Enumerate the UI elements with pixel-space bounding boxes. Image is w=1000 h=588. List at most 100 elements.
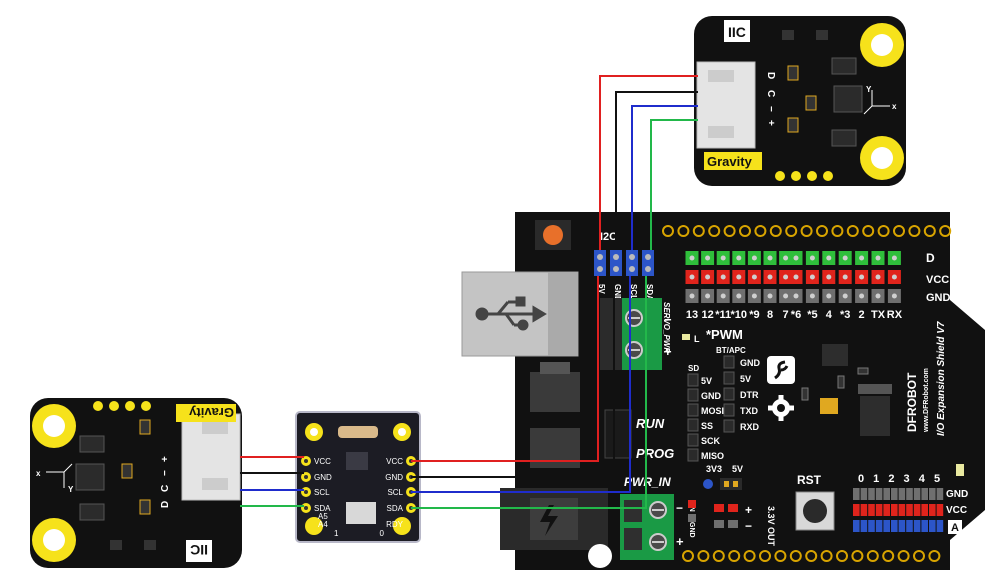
prog-label: PROG <box>636 446 674 461</box>
header-hole <box>712 550 725 562</box>
bt-pin-label: GND <box>740 358 761 368</box>
voltage-jumper[interactable] <box>703 478 742 490</box>
header-hole <box>743 550 756 562</box>
analog-pin[interactable] <box>860 488 868 500</box>
i2c-pin-labels: 5V GND SCL SDA <box>597 284 654 302</box>
bt-header[interactable] <box>723 355 735 433</box>
analog-pin[interactable] <box>860 520 868 532</box>
bt-pin-label: DTR <box>740 390 759 400</box>
header-hole <box>939 225 952 237</box>
analog-pin[interactable] <box>936 488 944 500</box>
wire-green-top <box>650 119 698 250</box>
analog-pin[interactable] <box>883 504 890 516</box>
i2c-pin[interactable] <box>642 250 654 276</box>
bt-pin[interactable] <box>723 355 735 369</box>
bt-pin[interactable] <box>723 419 735 433</box>
analog-pin[interactable] <box>853 504 860 516</box>
header-hole <box>682 550 694 562</box>
axis-x-label: x <box>892 102 897 111</box>
i2c-pin[interactable] <box>626 250 638 276</box>
top-button-cap[interactable] <box>543 225 563 245</box>
sd-pin[interactable] <box>687 403 699 417</box>
servo-minus-label: − <box>664 312 672 327</box>
analog-pin[interactable] <box>906 504 913 516</box>
header-hole <box>785 225 798 237</box>
analog-pin[interactable] <box>898 520 906 532</box>
analog-pin[interactable] <box>921 504 928 516</box>
sd-pin[interactable] <box>687 373 699 387</box>
analog-pin[interactable] <box>891 504 898 516</box>
analog-pin[interactable] <box>936 520 944 532</box>
converter-right-label: RDY <box>386 520 404 529</box>
sd-pin[interactable] <box>687 448 699 462</box>
analog-pin[interactable] <box>868 520 875 532</box>
digital-pin-number: 7 <box>783 309 789 321</box>
i2c-pin[interactable] <box>594 250 606 276</box>
analog-pin[interactable] <box>875 520 883 532</box>
converter-left-label: A5 <box>318 512 328 521</box>
analog-pin[interactable] <box>883 488 890 500</box>
dip-switch[interactable] <box>346 502 376 524</box>
analog-pin[interactable] <box>875 504 883 516</box>
analog-header[interactable] <box>853 488 944 532</box>
lightning-icon <box>540 505 558 536</box>
sensor-top-pin-plus: + <box>765 120 776 126</box>
analog-pin[interactable] <box>875 488 883 500</box>
analog-pin[interactable] <box>906 488 913 500</box>
analog-pin[interactable] <box>921 488 928 500</box>
header-hole <box>805 550 818 562</box>
analog-pin[interactable] <box>860 504 868 516</box>
i2c-pin-gnd: GND <box>613 284 622 302</box>
analog-pin[interactable] <box>891 520 898 532</box>
bt-pin[interactable] <box>723 371 735 385</box>
power-out-header[interactable] <box>714 504 738 528</box>
analog-pin[interactable] <box>913 488 921 500</box>
analog-pin[interactable] <box>921 520 928 532</box>
analog-pin[interactable] <box>868 488 875 500</box>
bt-pin[interactable] <box>723 387 735 401</box>
wire-black-top <box>615 91 698 250</box>
converter-left-label: VCC <box>314 457 331 466</box>
rst-button[interactable] <box>795 491 835 531</box>
i2c-header[interactable] <box>594 250 654 276</box>
servo-power-terminal[interactable] <box>620 298 662 370</box>
analog-pin[interactable] <box>898 504 906 516</box>
sd-header[interactable] <box>687 373 699 462</box>
pwr-plus-label: + <box>676 534 684 549</box>
digital-header[interactable] <box>685 251 901 303</box>
sd-pin[interactable] <box>687 418 699 432</box>
power-in-terminal[interactable] <box>620 494 674 560</box>
analog-pin[interactable] <box>906 520 913 532</box>
run-label: RUN <box>636 416 665 431</box>
sd-pin[interactable] <box>687 433 699 447</box>
sd-pin[interactable] <box>687 388 699 402</box>
analog-pin[interactable] <box>913 520 921 532</box>
digital-pin-number: *9 <box>749 309 759 321</box>
analog-pin[interactable] <box>936 504 944 516</box>
axis-icon <box>46 463 73 488</box>
analog-pin[interactable] <box>913 504 921 516</box>
header-hole <box>866 550 879 562</box>
analog-pin[interactable] <box>929 488 936 500</box>
analog-pin[interactable] <box>853 520 860 532</box>
bt-apc-label: BT/APC <box>716 346 746 355</box>
analog-pin[interactable] <box>929 504 936 516</box>
ic-chip <box>860 396 890 436</box>
i2c-pin[interactable] <box>610 250 622 276</box>
led-l-label: L <box>694 334 700 344</box>
header-hole <box>846 225 859 237</box>
analog-pin[interactable] <box>853 488 860 500</box>
digital-pin-number: 4 <box>826 309 833 321</box>
converter-left-label: SDA <box>314 504 331 513</box>
header-hole <box>877 225 890 237</box>
digital-pin-number: 8 <box>767 309 773 321</box>
analog-pin[interactable] <box>883 520 890 532</box>
bt-pin[interactable] <box>723 403 735 417</box>
analog-pin[interactable] <box>891 488 898 500</box>
gnd-label: GND <box>688 522 695 538</box>
analog-pin[interactable] <box>868 504 875 516</box>
analog-pin[interactable] <box>929 520 936 532</box>
analog-pin[interactable] <box>898 488 906 500</box>
